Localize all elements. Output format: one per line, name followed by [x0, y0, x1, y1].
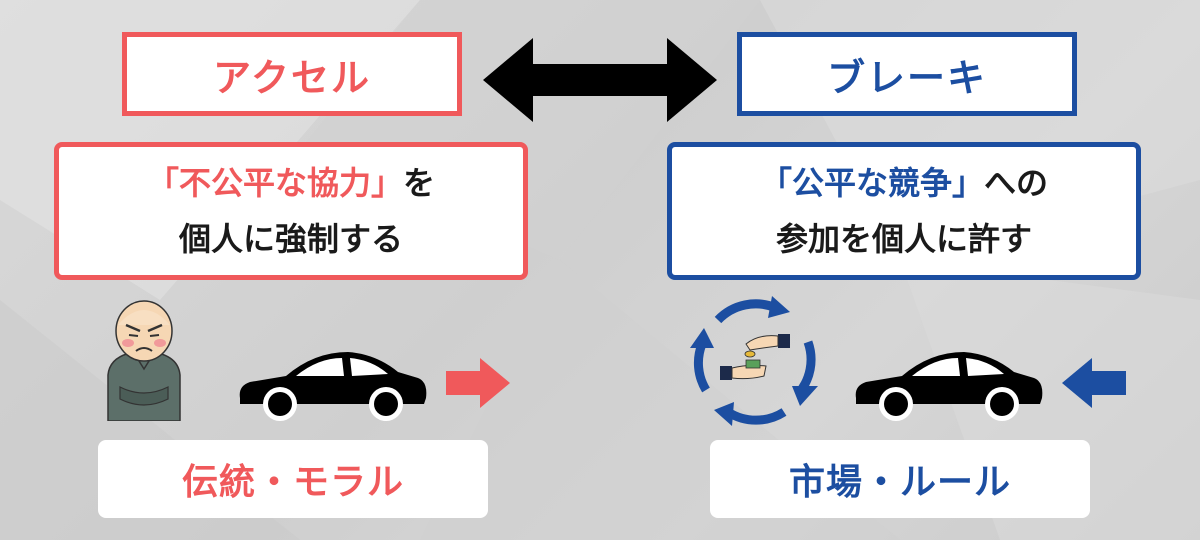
brake-desc-line1: 「公平な競争」への [760, 155, 1048, 211]
left-arrow-icon [1062, 358, 1126, 408]
accel-title: アクセル [212, 55, 372, 100]
accel-description-box: 「不公平な協力」を 個人に強制する [54, 142, 528, 280]
brake-label: 市場・ルール [788, 462, 1011, 503]
accel-label-box: 伝統・モラル [98, 440, 488, 518]
accel-desc-line1: 「不公平な協力」を [147, 155, 435, 211]
money-exchange-cycle-icon [690, 296, 818, 426]
car-icon [239, 352, 427, 421]
grumpy-old-man-icon [107, 300, 181, 421]
brake-desc-quote: 「公平な競争」 [759, 164, 984, 202]
accel-label: 伝統・モラル [181, 462, 404, 503]
accel-desc-quote: 「不公平な協力」 [146, 164, 403, 202]
accel-title-box: アクセル [122, 32, 462, 116]
accel-desc-line2: 個人に強制する [178, 220, 403, 258]
brake-description-box: 「公平な競争」への 参加を個人に許す [667, 142, 1141, 280]
left-right-arrow-icon [483, 38, 717, 122]
brake-label-box: 市場・ルール [710, 440, 1090, 518]
right-arrow-icon [446, 358, 510, 408]
accel-desc-rest: を [403, 164, 436, 202]
car-icon [855, 352, 1043, 421]
brake-title-box: ブレーキ [737, 32, 1077, 116]
brake-desc-rest: への [984, 164, 1049, 202]
brake-desc-line2: 参加を個人に許す [775, 220, 1032, 258]
brake-title: ブレーキ [826, 55, 987, 100]
